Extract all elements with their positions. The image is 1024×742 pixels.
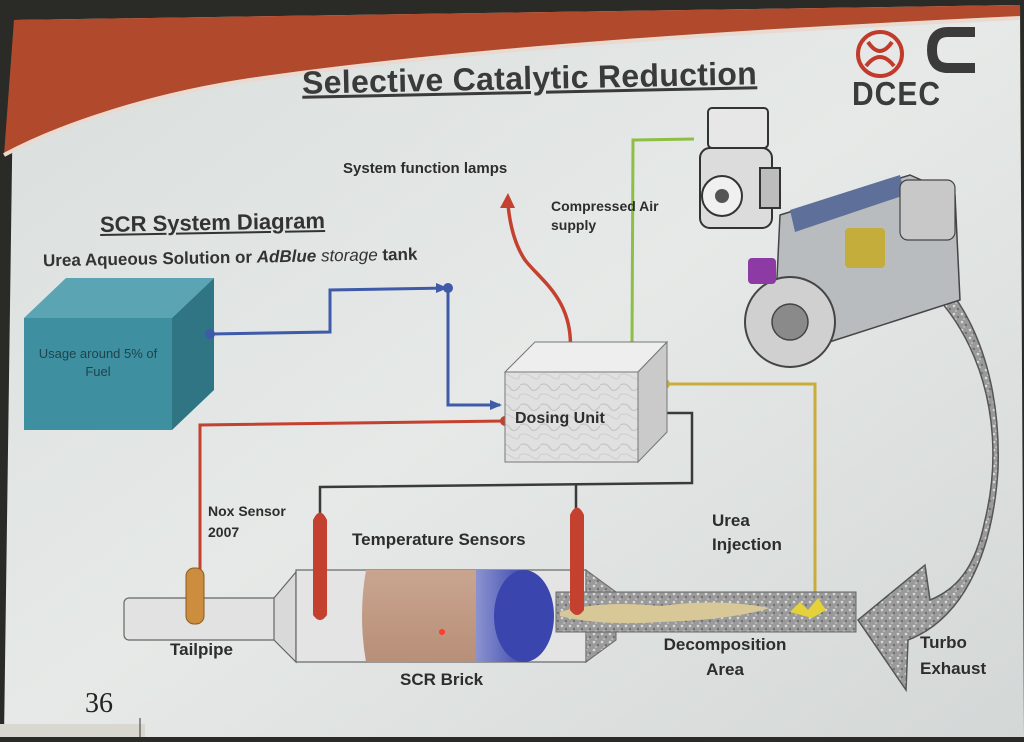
lamps-label: System function lamps — [343, 160, 508, 177]
dosing-unit-label: Dosing Unit — [515, 410, 605, 427]
dcec-logo-text: DCEC — [852, 76, 942, 113]
dosing-unit-box — [503, 340, 669, 464]
decomposition-area-label: Decomposition Area — [663, 635, 787, 679]
temperature-sensor-line — [318, 411, 694, 515]
diagram-subtitle: SCR System Diagram — [99, 208, 326, 237]
tailpipe-label: Tailpipe — [170, 640, 233, 659]
urea-supply-line — [209, 286, 500, 407]
temperature-sensor-icon — [570, 507, 584, 615]
tank-label-prefix: Urea Aqueous Solution or — [42, 247, 257, 271]
header-banner — [4, 5, 1020, 155]
urea-injection-label: Urea Injection — [712, 511, 782, 554]
tank-label-suffix: tank — [377, 244, 418, 265]
exhaust-system — [123, 569, 857, 664]
turbo-exhaust-arrow-icon — [856, 239, 999, 693]
slide-number: 36 — [85, 688, 113, 719]
tank-label-brand: AdBlue — [256, 246, 317, 267]
nox-sensor-label: Nox Sensor 2007 — [208, 503, 286, 540]
urea-storage-tank — [24, 278, 214, 430]
air-supply-label: Compressed Air supply — [551, 198, 659, 233]
nox-sensor-icon — [185, 567, 205, 625]
tank-label-mid: storage — [316, 245, 378, 266]
air-compressor-icon — [699, 107, 781, 229]
scr-brick — [362, 570, 476, 662]
nox-sensor-line — [198, 419, 506, 570]
lamps-signal-line — [506, 204, 573, 356]
urea-injection-line — [665, 382, 817, 592]
turbo-exhaust-label: Turbo Exhaust — [920, 633, 987, 678]
cummins-logo-icon — [926, 27, 975, 73]
scr-brick-label: SCR Brick — [400, 670, 484, 689]
engine-icon — [744, 174, 961, 368]
tank-usage-label: Usage around 5% of Fuel — [38, 346, 158, 379]
air-supply-line — [630, 137, 695, 346]
dongfeng-logo-icon — [856, 30, 904, 78]
temperature-sensor-icon — [313, 512, 327, 620]
temperature-sensors-label: Temperature Sensors — [352, 530, 526, 549]
